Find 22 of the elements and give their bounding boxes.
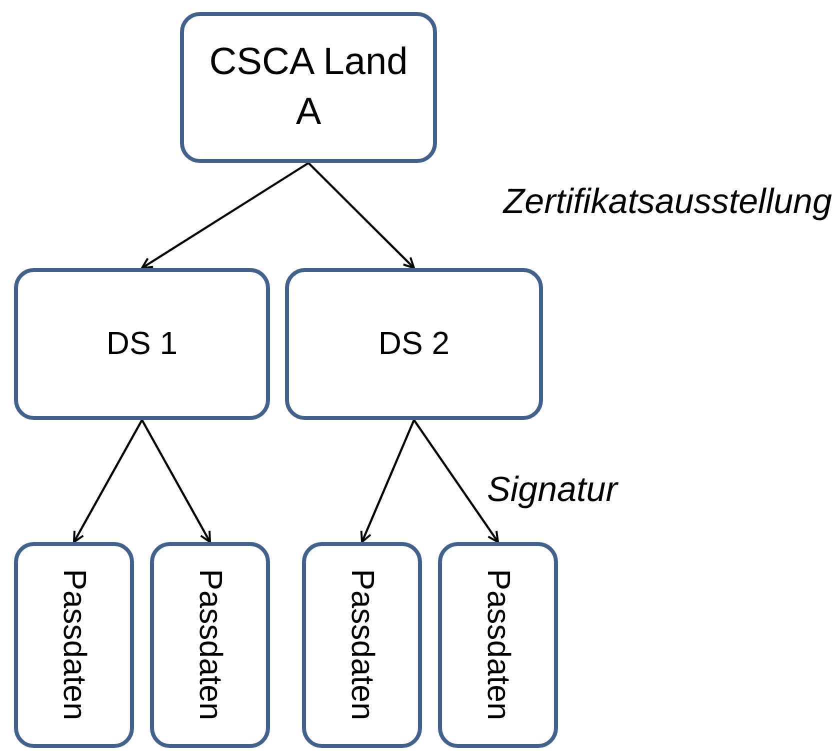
- rounded-box: [438, 542, 558, 748]
- annotation-label: Signatur: [487, 470, 618, 510]
- arrow: [308, 162, 415, 269]
- box-text: CSCA Land A: [208, 40, 409, 134]
- box-text: Passdaten: [192, 569, 230, 721]
- rounded-box: [285, 268, 543, 420]
- box-text: Passdaten: [480, 569, 518, 721]
- rounded-box: [150, 542, 270, 748]
- rounded-box: [180, 12, 437, 163]
- arrow: [141, 419, 211, 543]
- box-text: Passdaten: [56, 569, 94, 721]
- box-text: DS 2: [378, 324, 450, 364]
- box-text: DS 1: [106, 324, 178, 364]
- arrow: [413, 419, 499, 543]
- arrow: [73, 419, 143, 543]
- annotation-label: Zertifikatsausstellung: [503, 182, 832, 222]
- rounded-box: [14, 268, 270, 420]
- rounded-box: [14, 542, 134, 748]
- arrow: [360, 420, 416, 543]
- arrow: [141, 162, 310, 269]
- box-text: Passdaten: [344, 569, 382, 721]
- rounded-box: [302, 542, 422, 748]
